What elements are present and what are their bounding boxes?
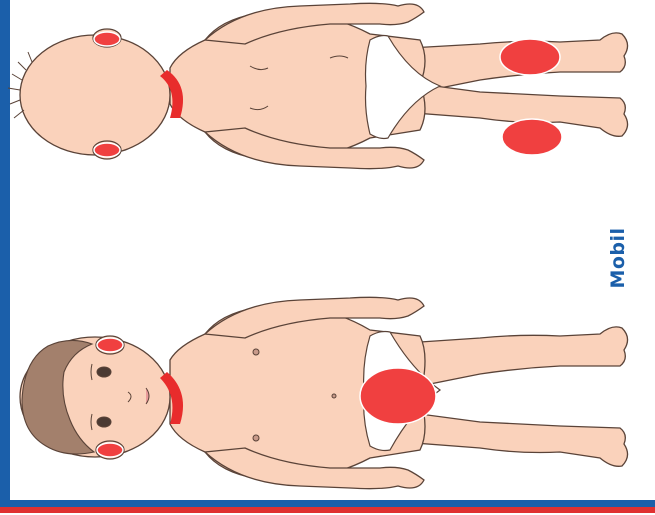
frame-left-blue-bar bbox=[0, 0, 10, 500]
front-diaper-area-highlight bbox=[360, 368, 436, 424]
side-label: Mobil bbox=[604, 213, 632, 303]
frame-bottom-blue-bar bbox=[0, 500, 655, 507]
back-ear-highlight-bottom bbox=[94, 143, 120, 157]
back-knee-highlight-bottom bbox=[502, 119, 562, 155]
front-view-figure bbox=[20, 297, 628, 488]
front-ear-highlight-bottom bbox=[97, 443, 123, 457]
front-ear-highlight-top bbox=[97, 338, 123, 352]
back-knee-highlight-top bbox=[500, 39, 560, 75]
frame-bottom-red-bar bbox=[0, 507, 655, 513]
back-ear-highlight-top bbox=[94, 32, 120, 46]
